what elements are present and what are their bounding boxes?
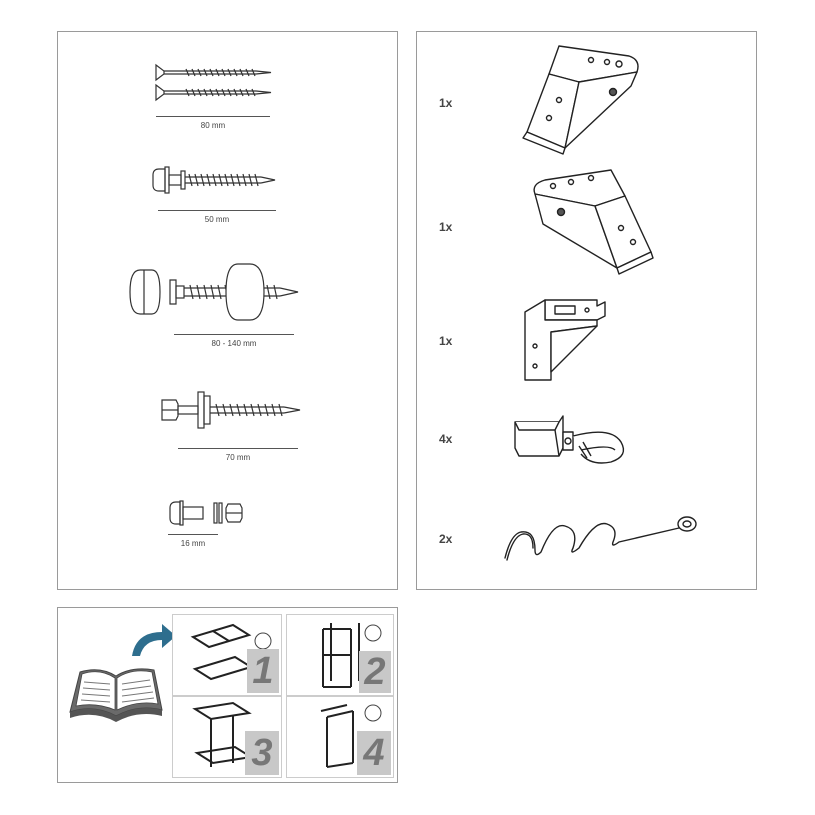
screw-length-label: 80 mm bbox=[200, 121, 226, 130]
dimension-line bbox=[168, 534, 218, 535]
corner-bracket-mirrored-icon bbox=[533, 169, 654, 275]
step-diagram-icon bbox=[190, 623, 279, 693]
step-thumbnail: 3 bbox=[172, 696, 282, 778]
open-book-icon bbox=[69, 668, 163, 722]
dimension-line bbox=[174, 334, 294, 335]
step-diagram-icon bbox=[322, 623, 391, 693]
step-number: 4 bbox=[363, 732, 385, 774]
screw-length-label: 16 mm bbox=[180, 539, 206, 548]
dimension-line bbox=[178, 448, 298, 449]
dimension-line bbox=[158, 210, 276, 211]
screw-length-label: 80 - 140 mm bbox=[211, 339, 257, 348]
part-quantity: 1x bbox=[439, 96, 453, 110]
dimension-line bbox=[156, 116, 270, 117]
corner-bracket-large-icon bbox=[522, 45, 639, 155]
part-quantity: 4x bbox=[439, 432, 453, 446]
part-quantity: 1x bbox=[439, 220, 453, 234]
ground-anchor-spiral-icon bbox=[504, 516, 697, 561]
screws-panel: 80 mm 50 mm 80 - 140 mm bbox=[57, 31, 398, 590]
step-number: 2 bbox=[364, 651, 386, 693]
wood-screw-80-icon bbox=[155, 63, 272, 102]
angle-bracket-icon bbox=[524, 299, 606, 381]
bolt-nut-16-icon bbox=[169, 500, 243, 526]
screw-length-label: 70 mm bbox=[225, 453, 251, 462]
manual-panel: 1 2 3 bbox=[57, 607, 398, 783]
step-number: 1 bbox=[252, 650, 274, 692]
carabiner-clamp-icon bbox=[514, 415, 625, 464]
parts-panel: 1x 1x 1x 4 bbox=[416, 31, 757, 590]
hex-bolt-70-icon bbox=[161, 391, 301, 429]
step-thumbnail: 4 bbox=[286, 696, 394, 778]
washer-screw-50-icon bbox=[152, 166, 276, 194]
step-number: 3 bbox=[251, 732, 273, 774]
screw-length-label: 50 mm bbox=[204, 215, 230, 224]
step-diagram-icon bbox=[320, 704, 391, 775]
cap-screw-80-140-icon bbox=[129, 263, 299, 321]
step-diagram-icon bbox=[192, 701, 279, 775]
arrow-icon bbox=[132, 624, 176, 656]
part-quantity: 1x bbox=[439, 334, 453, 348]
part-quantity: 2x bbox=[439, 532, 453, 546]
step-thumbnail: 2 bbox=[286, 614, 394, 696]
step-thumbnail: 1 bbox=[172, 614, 282, 696]
